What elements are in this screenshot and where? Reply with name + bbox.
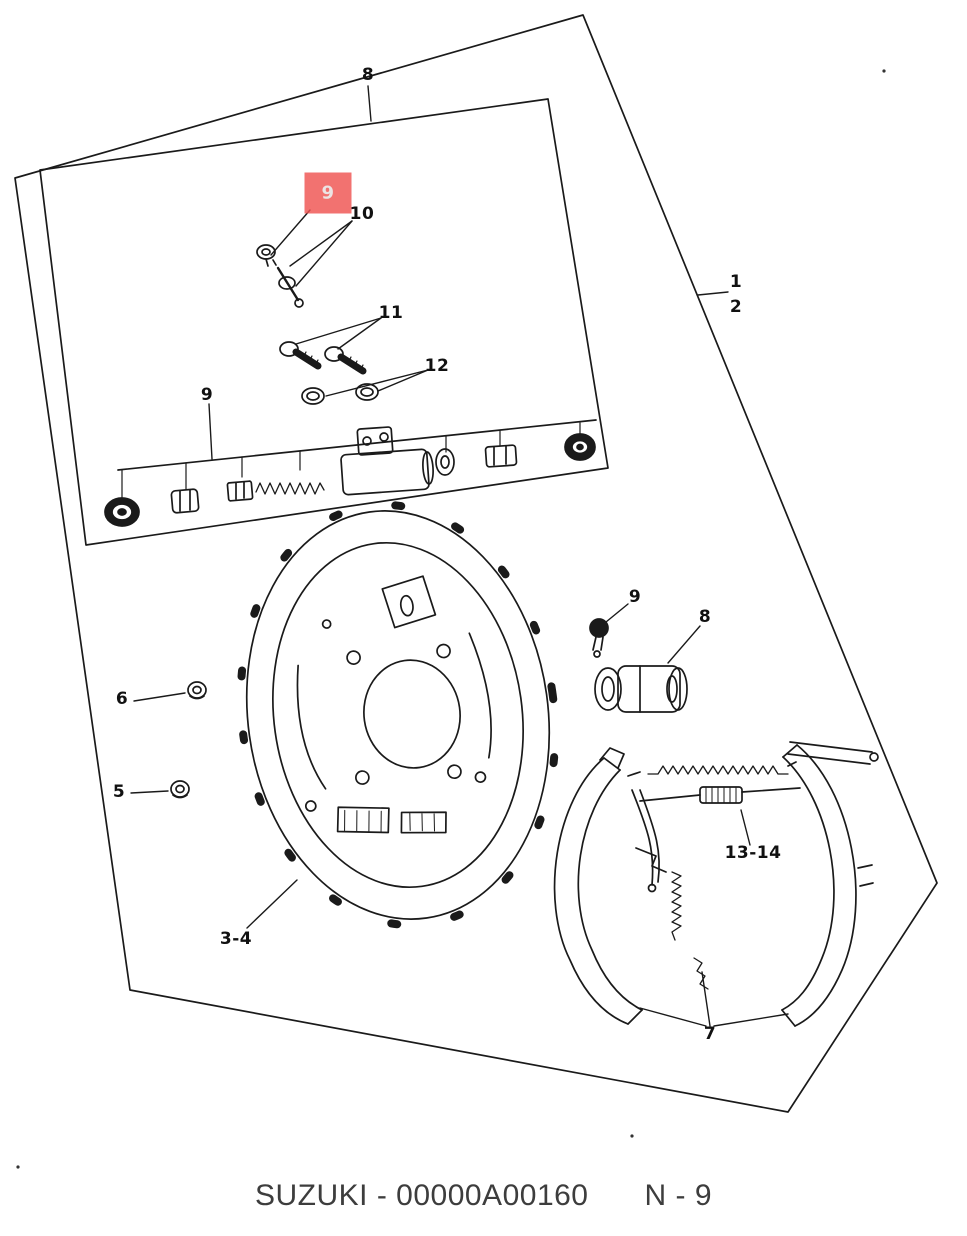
callout-5: 5 <box>112 782 126 802</box>
bleeder-valve-drawing <box>256 244 304 308</box>
scan-specks <box>16 69 886 1169</box>
wheel-cylinder-kit-drawing <box>104 419 597 527</box>
backing-plate-drawing <box>236 500 560 930</box>
wheel-cylinder-assembly-drawing <box>594 665 688 713</box>
callout-11: 11 <box>378 303 404 323</box>
callout-12: 12 <box>424 356 450 376</box>
callout-7: 7 <box>703 1024 717 1044</box>
bleeder-screw-drawing <box>589 618 609 658</box>
callout-2: 2 <box>729 297 743 317</box>
callout-9-cylinder-kit: 9 <box>200 385 214 405</box>
outer-border <box>14 14 938 1113</box>
caption-part-number: SUZUKI - 00000A00160 <box>254 1179 589 1212</box>
callout-10: 10 <box>349 204 375 224</box>
callout-13-14: 13-14 <box>724 843 782 863</box>
callout-6: 6 <box>115 689 129 709</box>
leader-lines <box>130 85 789 1027</box>
bolts-drawing <box>279 341 367 375</box>
fasteners-drawing <box>170 681 207 799</box>
callout-8-wheel-cylinder: 8 <box>698 607 712 627</box>
callout-9-highlighted: 9 <box>304 172 352 214</box>
inset-panel-border <box>39 98 609 546</box>
caption-page-ref: N - 9 <box>644 1179 713 1212</box>
callout-1: 1 <box>729 272 743 292</box>
callout-9-bleeder: 9 <box>628 587 642 607</box>
washers-drawing <box>301 383 379 405</box>
callout-3-4: 3-4 <box>219 929 253 949</box>
caption-bar: SUZUKI - 00000A00160 N - 9 <box>0 1164 967 1228</box>
brake-shoes-drawing <box>553 741 879 1027</box>
callout-8-top: 8 <box>361 65 375 85</box>
